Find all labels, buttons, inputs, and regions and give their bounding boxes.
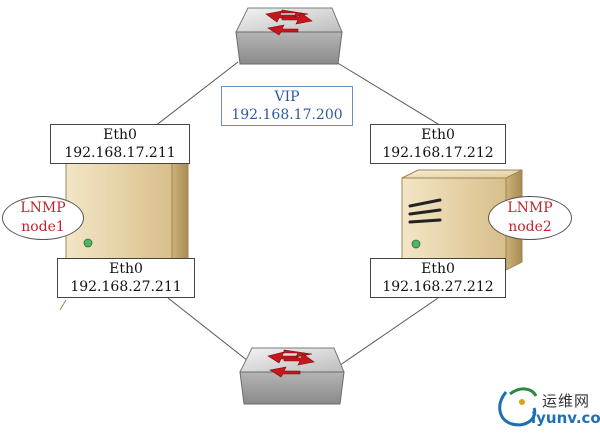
link-top-switch-to-node1 bbox=[149, 61, 239, 131]
link-top-switch-to-node2 bbox=[335, 61, 449, 131]
bottom-switch-icon bbox=[239, 347, 345, 405]
node1-upper-nic-name: Eth0 bbox=[103, 127, 137, 143]
link-node2-to-bottom-switch bbox=[329, 297, 439, 373]
node1-lower-nic-ip: 192.168.27.211 bbox=[70, 279, 182, 295]
node2-bubble-line2: node2 bbox=[508, 219, 552, 235]
vip-label: VIP bbox=[274, 89, 300, 105]
node2-upper-nic-ip: 192.168.17.212 bbox=[382, 145, 494, 161]
node1-bubble: LNMP node1 bbox=[2, 196, 84, 240]
watermark-logo-icon bbox=[498, 387, 538, 427]
node2-bubble-line1: LNMP bbox=[507, 200, 553, 216]
node1-lower-nic-name: Eth0 bbox=[109, 261, 143, 277]
node1-bubble-line1: LNMP bbox=[20, 200, 66, 216]
node2-lower-nic-ip: 192.168.27.212 bbox=[382, 279, 494, 295]
node2-upper-nic-box: Eth0 192.168.17.212 bbox=[370, 124, 506, 164]
node2-lower-nic-box: Eth0 192.168.27.212 bbox=[370, 258, 506, 298]
node2-lower-nic-name: Eth0 bbox=[421, 261, 455, 277]
node1-bubble-line2: node1 bbox=[21, 219, 65, 235]
drive-bays-icon bbox=[408, 198, 442, 224]
watermark-cn-text: 运维网 bbox=[542, 392, 591, 410]
node1-lower-nic-box: Eth0 192.168.27.211 bbox=[57, 258, 195, 298]
top-switch-icon bbox=[235, 7, 343, 65]
vip-label-box: VIP 192.168.17.200 bbox=[221, 86, 353, 126]
node1-upper-nic-ip: 192.168.17.211 bbox=[64, 145, 176, 161]
node1-upper-nic-box: Eth0 192.168.17.211 bbox=[50, 124, 190, 164]
node2-bubble: LNMP node2 bbox=[488, 196, 572, 240]
connection-lines bbox=[149, 61, 449, 373]
node2-upper-nic-name: Eth0 bbox=[421, 127, 455, 143]
vip-ip: 192.168.17.200 bbox=[231, 107, 343, 123]
watermark-url-text: iyunv.com bbox=[531, 409, 600, 427]
